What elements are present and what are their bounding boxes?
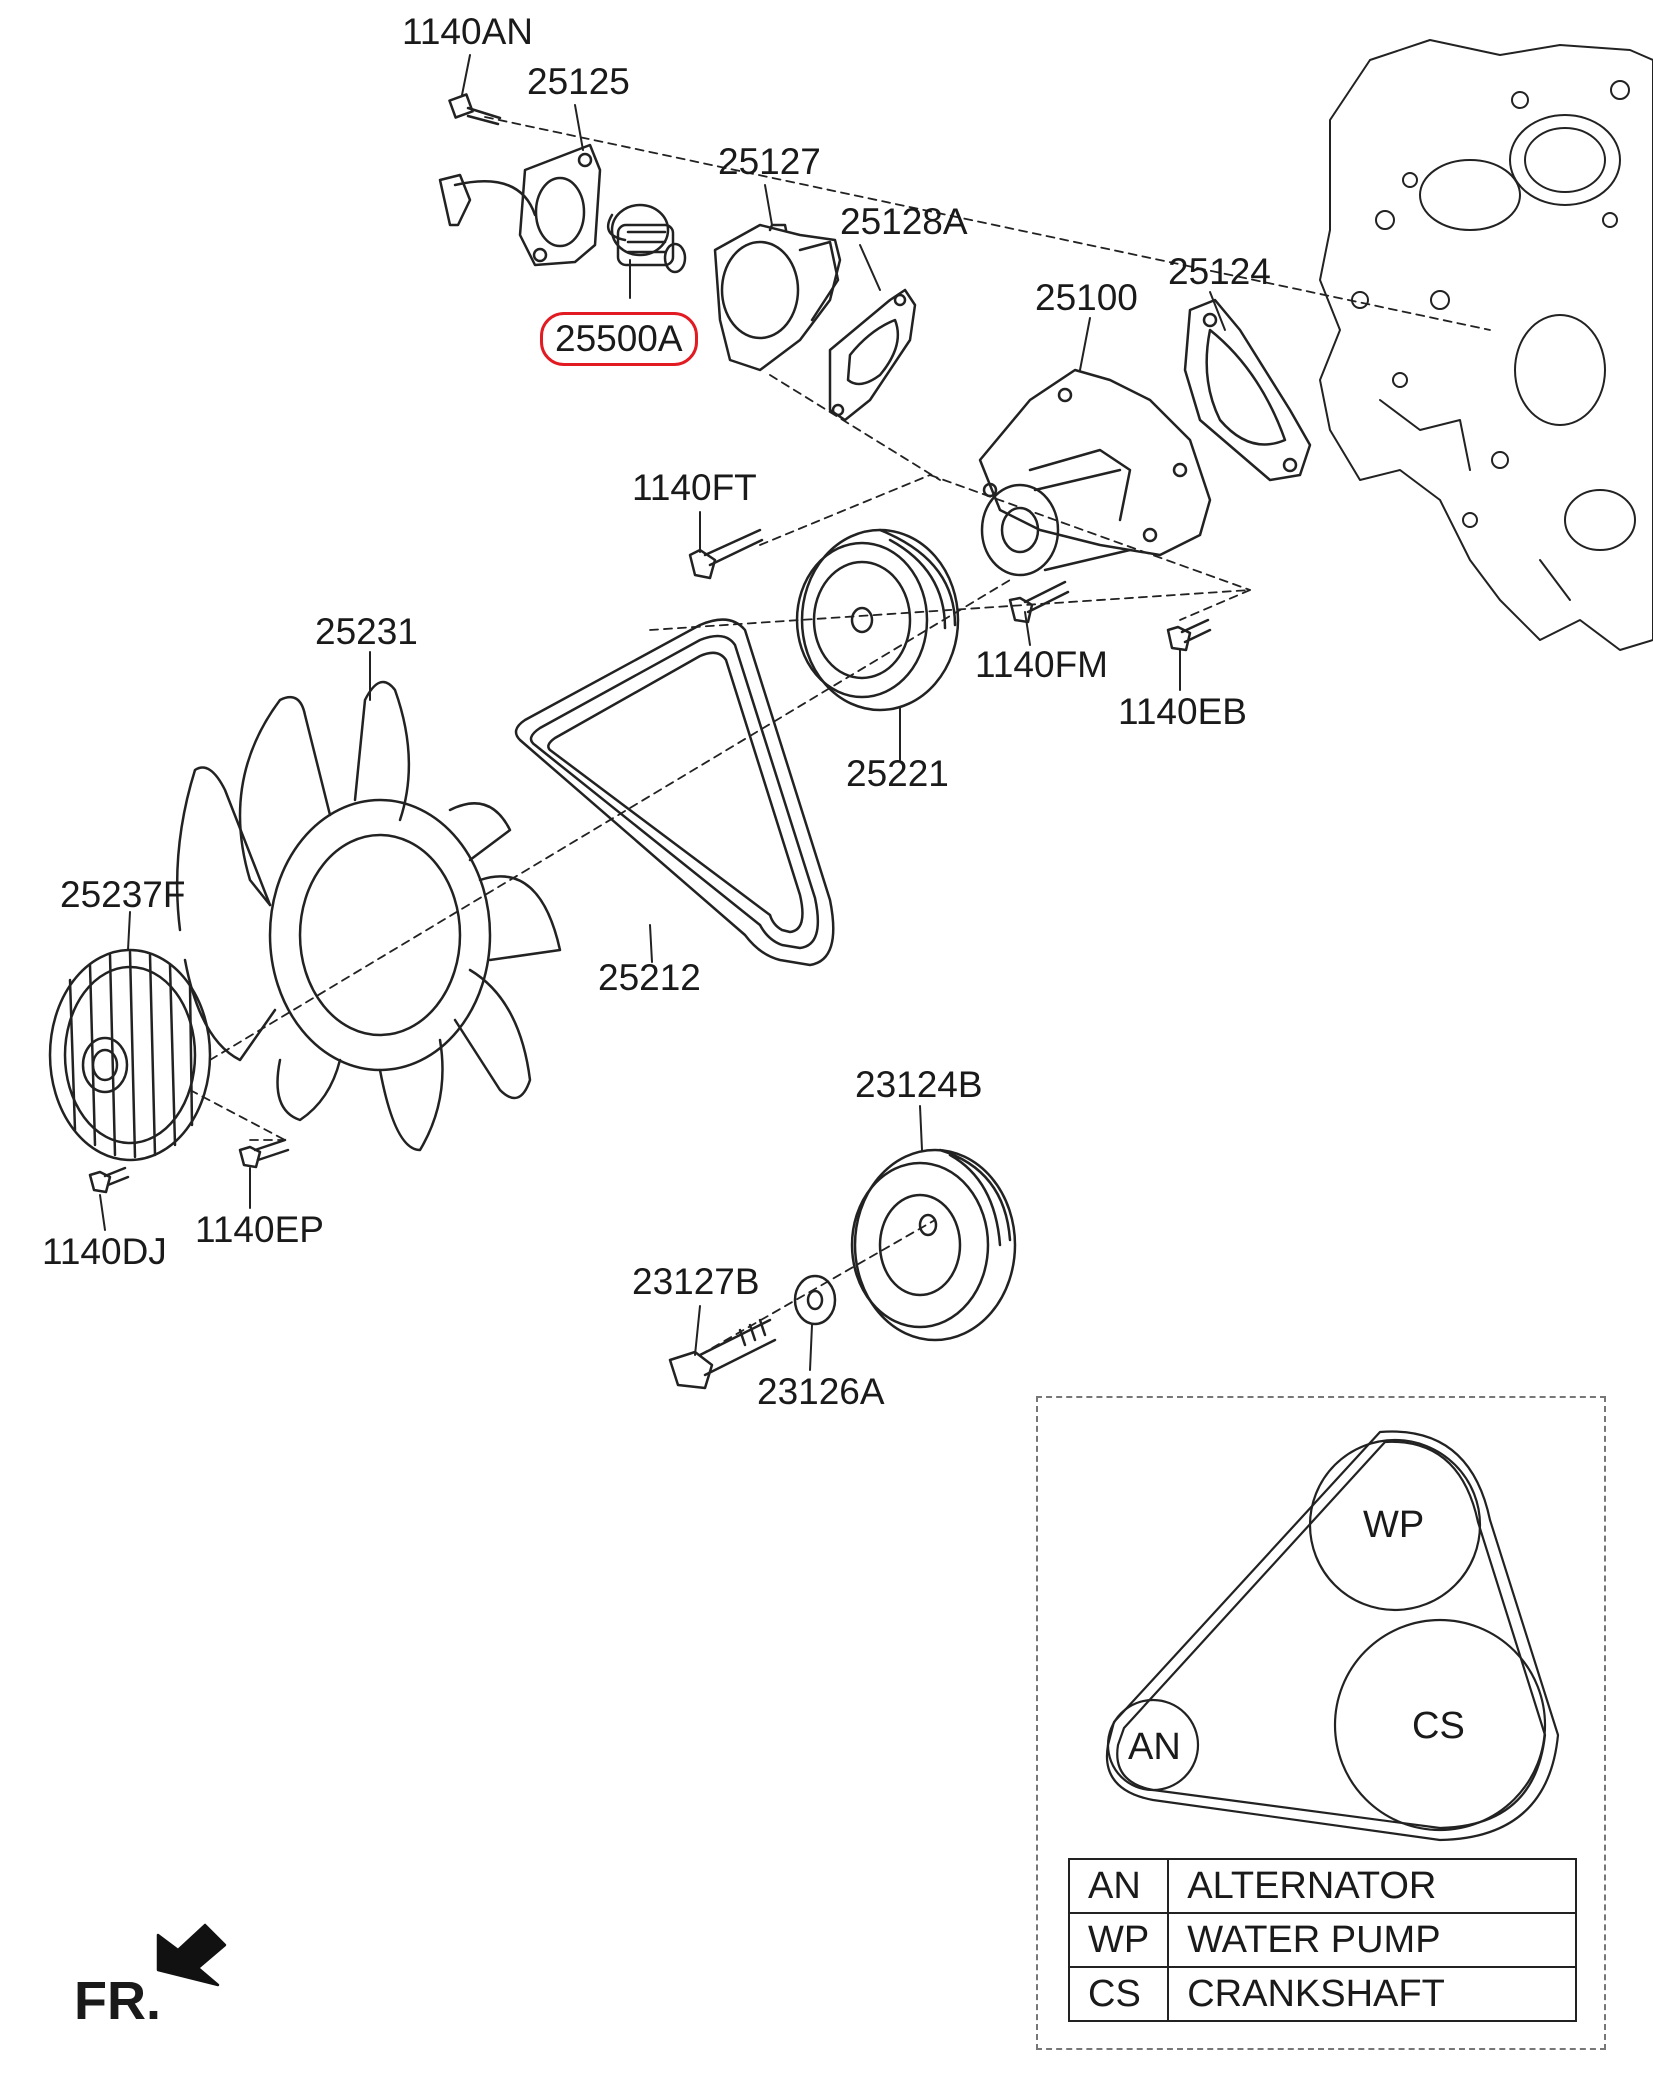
legend-name: ALTERNATOR [1167, 1858, 1578, 1914]
callout-1140AN: 1140AN [402, 11, 533, 52]
callout-23124B: 23124B [855, 1064, 983, 1105]
callout-1140EP: 1140EP [195, 1209, 324, 1250]
callout-25231: 25231 [315, 611, 418, 652]
leader-lines [99, 54, 1226, 1371]
legend-row: WP WATER PUMP [1067, 1912, 1578, 1968]
callout-23127B: 23127B [632, 1261, 760, 1302]
pulley-label-cs: CS [1412, 1705, 1465, 1747]
callout-1140FM: 1140FM [975, 644, 1108, 685]
thermostat-25500A [606, 203, 687, 274]
callout-25128A: 25128A [840, 201, 968, 242]
bolt-1140AN [448, 93, 502, 126]
legend-row: CS CRANKSHAFT [1067, 1966, 1578, 2022]
belt-layout-panel [1036, 1396, 1606, 2050]
washer-23126A [793, 1274, 837, 1326]
bolt-1140EB [1166, 618, 1212, 652]
water-pump-pulley-25221 [795, 528, 960, 712]
callout-1140EB: 1140EB [1118, 691, 1247, 732]
belt-routing-schematic [1105, 1430, 1560, 1842]
gasket-25124 [1183, 298, 1312, 482]
cooling-fan-25231 [175, 680, 562, 1152]
thermostat-housing-25127 [713, 223, 842, 372]
front-direction-label: FR. [74, 1971, 161, 2031]
callout-25237F: 25237F [60, 874, 186, 915]
callout-25100: 25100 [1035, 277, 1138, 318]
engine-block [1319, 39, 1653, 651]
legend-abbr: CS [1067, 1966, 1170, 2022]
bolt-23127B [668, 1318, 777, 1390]
assembly-guide-lines [189, 116, 1491, 1356]
legend-name: CRANKSHAFT [1167, 1966, 1578, 2022]
callout-25125: 25125 [527, 61, 630, 102]
drive-belt-25212 [514, 618, 835, 967]
crankshaft-pulley-circle [1333, 1618, 1547, 1832]
bolt-1140EP [238, 1138, 290, 1169]
crankshaft-pulley-23124B [850, 1148, 1017, 1342]
legend-abbr: AN [1067, 1858, 1170, 1914]
legend-name: WATER PUMP [1167, 1912, 1578, 1968]
callout-1140DJ: 1140DJ [42, 1231, 167, 1272]
legend-row: AN ALTERNATOR [1067, 1858, 1578, 1914]
abbreviation-legend-table: AN ALTERNATOR WP WATER PUMP CS CRANKSHAF… [1067, 1858, 1578, 2022]
legend-abbr: WP [1067, 1912, 1170, 1968]
bolt-1140FM [1008, 580, 1070, 624]
bolt-1140DJ [88, 1166, 130, 1194]
callout-25212: 25212 [598, 957, 701, 998]
callout-25124: 25124 [1168, 251, 1271, 292]
callout-25221: 25221 [846, 753, 949, 794]
pulley-label-an: AN [1128, 1726, 1181, 1768]
callout-23126A: 23126A [757, 1371, 885, 1412]
fan-clutch-25237F [48, 948, 212, 1162]
pulley-label-wp: WP [1363, 1504, 1425, 1546]
front-direction-arrow-icon [156, 1923, 227, 1987]
callout-25500A-highlighted: 25500A [540, 312, 698, 366]
water-pump-25100 [978, 368, 1212, 577]
callout-1140FT: 1140FT [632, 467, 757, 508]
water-outlet-fitting-25125 [438, 143, 602, 267]
bolt-1140FT [688, 528, 764, 580]
gasket-25128A [828, 288, 917, 422]
callout-25127: 25127 [718, 141, 821, 182]
